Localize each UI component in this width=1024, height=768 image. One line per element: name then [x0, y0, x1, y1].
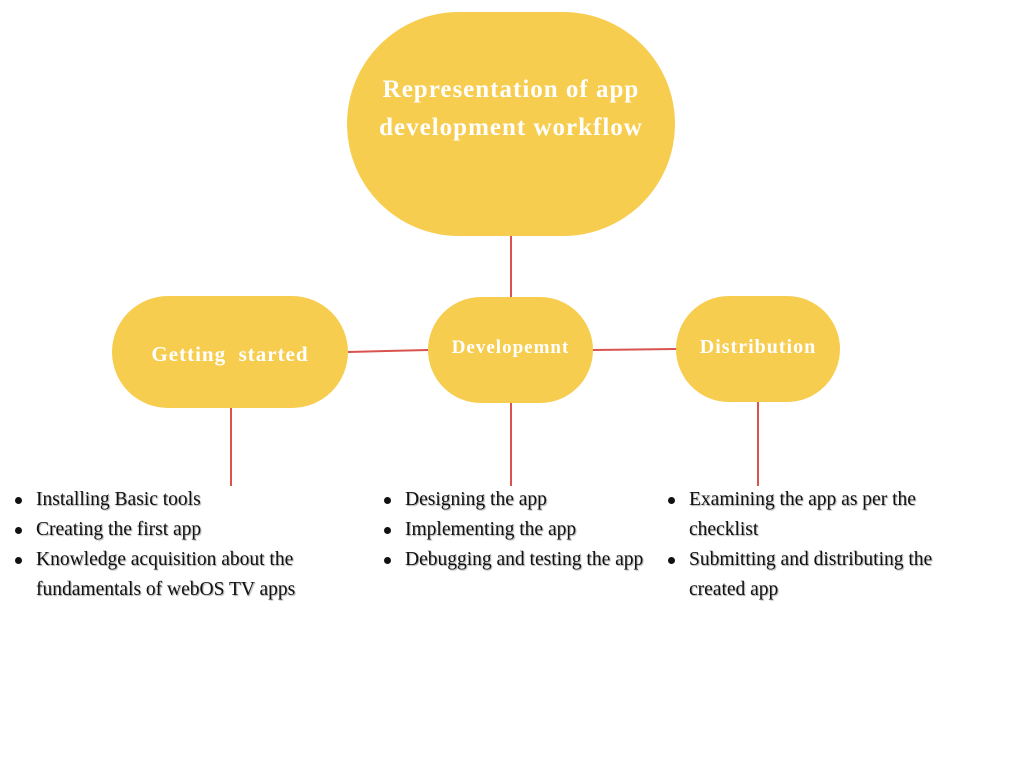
list-item: Designing the app [381, 485, 666, 515]
stage-node-development: Developemnt [428, 297, 593, 403]
development-task-list: Designing the app Implementing the app D… [381, 485, 666, 575]
stage-label-getting-started: Getting started [151, 341, 309, 366]
stage-node-getting-started: Getting started [112, 296, 348, 408]
list-item: Examining the app as per the checklist [665, 485, 980, 545]
distribution-task-list: Examining the app as per the checklist S… [665, 485, 980, 605]
root-title-line-2: development workflow [379, 114, 643, 141]
root-title-line-1: Representation of app [382, 76, 640, 103]
stage-label-distribution: Distribution [699, 335, 817, 358]
stage-node-distribution: Distribution [676, 296, 840, 402]
connector-development-to-distribution [592, 348, 677, 351]
connector-getting-started-to-development [347, 349, 429, 353]
stage-label-development: Developemnt [451, 337, 570, 358]
list-item: Knowledge acquisition about the fundamen… [12, 545, 372, 605]
list-item: Creating the first app [12, 515, 372, 545]
list-item: Implementing the app [381, 515, 666, 545]
list-item: Installing Basic tools [12, 485, 372, 515]
list-item: Submitting and distributing the created … [665, 545, 980, 605]
list-item: Debugging and testing the app [381, 545, 666, 575]
getting-started-task-list: Installing Basic tools Creating the firs… [12, 485, 372, 605]
root-node: Representation of app development workfl… [347, 12, 675, 236]
